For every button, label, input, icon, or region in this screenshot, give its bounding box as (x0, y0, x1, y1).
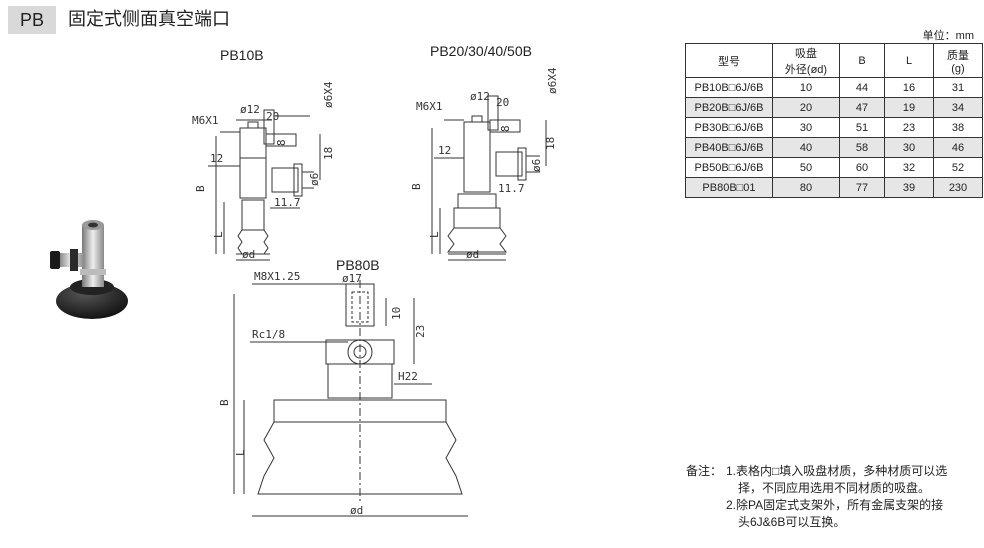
svg-text:20: 20 (496, 96, 509, 109)
svg-text:11.7: 11.7 (274, 196, 301, 209)
svg-text:B: B (194, 185, 207, 192)
svg-text:M6X1: M6X1 (192, 114, 219, 127)
svg-text:B: B (410, 183, 423, 190)
drawing-title: PB20/30/40/50B (430, 43, 532, 59)
svg-text:M6X1: M6X1 (416, 100, 443, 113)
svg-text:ø6: ø6 (308, 173, 321, 186)
svg-text:12: 12 (210, 152, 223, 165)
unit-label: 单位：mm (922, 30, 974, 42)
series-code: PB (8, 6, 56, 34)
svg-text:L: L (212, 231, 225, 238)
svg-text:18: 18 (544, 137, 557, 150)
svg-text:18: 18 (322, 147, 335, 160)
svg-text:ø12: ø12 (240, 103, 260, 116)
svg-text:ød: ød (242, 248, 255, 261)
header-b: B (839, 43, 885, 78)
svg-text:Rc1/8: Rc1/8 (252, 328, 285, 341)
note-1a: 1.表格内□填入吸盘材质，多种材质可以选 (726, 464, 948, 478)
drawing-pb80b: PB80B M8X1.25 ø17 10 23 Rc1/8 H22 B L ød (218, 257, 468, 517)
drawing-title: PB80B (336, 257, 380, 273)
svg-text:L: L (234, 449, 247, 456)
svg-text:ø12: ø12 (470, 90, 490, 103)
svg-text:ød: ød (350, 504, 363, 517)
notes: 备注：1.表格内□填入吸盘材质，多种材质可以选 择，不同应用选用不同材质的吸盘。… (686, 463, 947, 531)
svg-text:ø6X4: ø6X4 (546, 67, 559, 94)
note-2a: 2.除PA固定式支架外，所有金属支架的接 (726, 498, 944, 512)
svg-text:20: 20 (266, 110, 279, 123)
svg-text:ø17: ø17 (342, 272, 362, 285)
svg-text:11.7: 11.7 (498, 182, 525, 195)
note-2b: 头6J&6B可以互换。 (738, 515, 846, 529)
product-photo (50, 220, 128, 319)
svg-text:8: 8 (499, 125, 512, 132)
svg-text:H22: H22 (398, 370, 418, 383)
svg-text:8: 8 (275, 139, 288, 146)
header-l: L (884, 43, 934, 78)
header-diameter: 吸盘外径(ød) (772, 43, 840, 78)
header-model: 型号 (685, 43, 773, 78)
svg-text:12: 12 (438, 144, 451, 157)
drawing-title: PB10B (220, 47, 264, 63)
notes-label: 备注： (686, 464, 723, 478)
note-1b: 择，不同应用选用不同材质的吸盘。 (738, 481, 931, 495)
table-header-row: 型号 吸盘外径(ød) B L 质量(g) (685, 43, 983, 78)
svg-text:10: 10 (390, 307, 403, 320)
drawing-pb20b: PB20/30/40/50B M6X1 ø12 20 8 18 12 ø6 ø6… (410, 43, 559, 261)
svg-text:23: 23 (414, 325, 427, 338)
svg-text:ø6X4: ø6X4 (322, 81, 335, 108)
svg-text:ød: ød (466, 248, 479, 261)
svg-text:M8X1.25: M8X1.25 (254, 270, 300, 283)
svg-text:ø6: ø6 (530, 159, 543, 172)
svg-text:L: L (428, 231, 441, 238)
header-mass: 质量(g) (933, 43, 983, 78)
svg-text:B: B (218, 399, 231, 406)
page-title: 固定式侧面真空端口 (68, 9, 230, 30)
drawing-pb10b: PB10B M6X1 ø12 20 8 18 12 ø6 ø6X4 11.7 B… (192, 47, 335, 261)
